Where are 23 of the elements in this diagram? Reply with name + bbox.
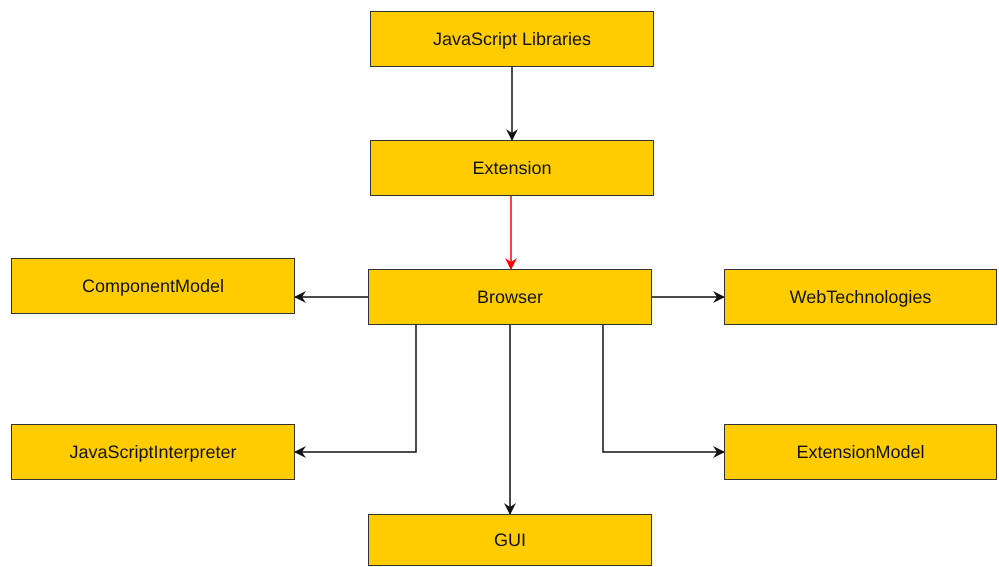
arrow: [602, 325, 725, 458]
process-box: [11, 424, 295, 480]
process-box: [368, 514, 652, 566]
box-label: ExtensionModel: [796, 442, 925, 462]
process-box: [724, 424, 997, 480]
process-box: [724, 269, 997, 325]
box-label: JavaScript Libraries: [432, 28, 592, 50]
box-label: GUI: [494, 530, 526, 550]
arrow: [504, 325, 516, 515]
process-box: [370, 140, 654, 196]
arrow: [505, 196, 517, 270]
box-label: Browser: [476, 286, 543, 308]
box-label: Extension: [472, 158, 552, 178]
process-box: [370, 11, 654, 67]
box-label: JavaScriptInterpreter: [69, 442, 237, 462]
box-label: ComponentModel: [82, 276, 224, 296]
arrow: [652, 291, 725, 303]
arrow: [506, 67, 518, 141]
process-box: [368, 269, 652, 325]
process-box: [11, 258, 295, 314]
box-label: WebTechnologies: [790, 286, 932, 308]
arrow: [294, 325, 417, 458]
arrow: [294, 291, 368, 303]
